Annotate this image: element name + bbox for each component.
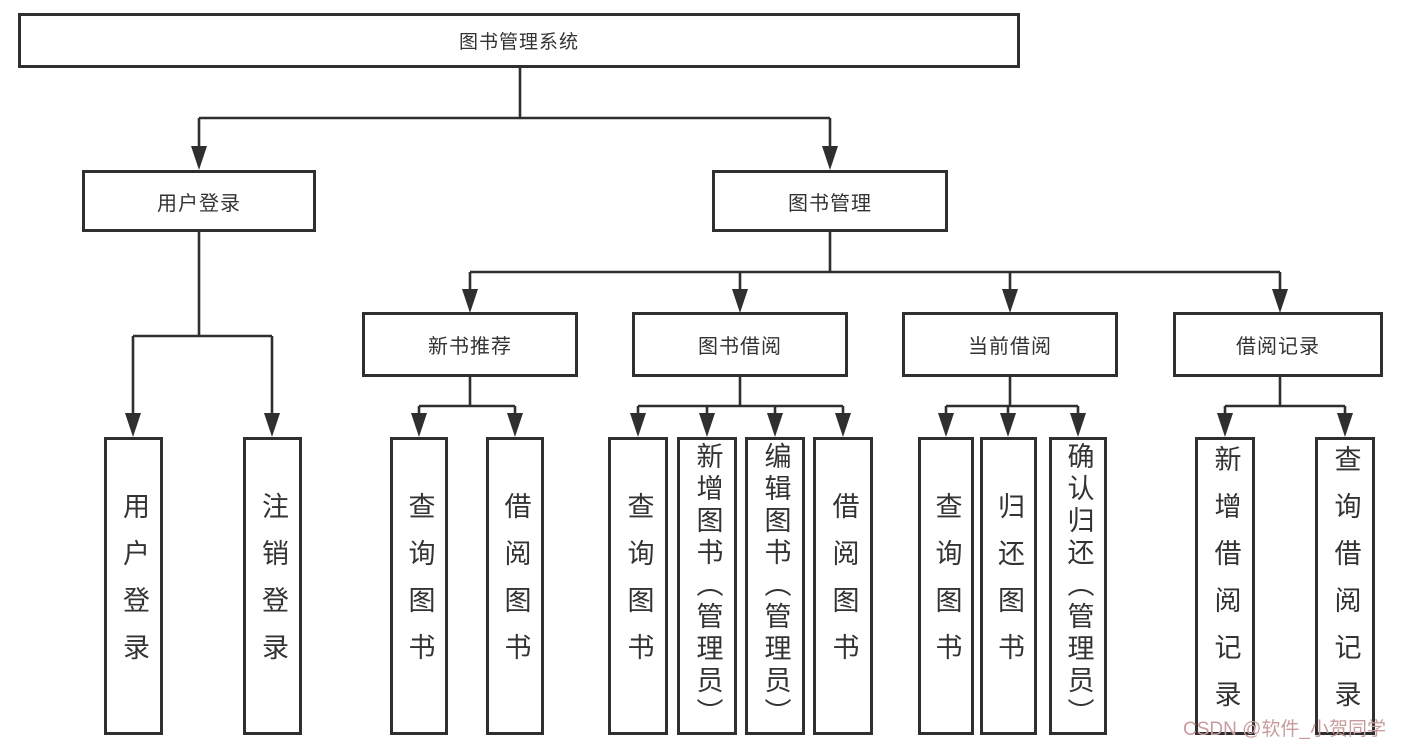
- leaf-query-borrow-record: 查询借阅记录: [1315, 437, 1375, 735]
- node-label: 新增图书（管理员）: [692, 442, 723, 730]
- leaf-add-books-admin: 新增图书（管理员）: [677, 437, 737, 735]
- leaf-query-books-borrowing: 查询图书: [608, 437, 668, 735]
- node-label: 查询借阅记录: [1330, 445, 1361, 727]
- leaf-query-books-recommend: 查询图书: [390, 437, 448, 735]
- node-label: 查询图书: [931, 492, 962, 680]
- node-label: 注销登录: [258, 492, 288, 680]
- node-book-borrowing: 图书借阅: [632, 312, 848, 377]
- leaf-borrow-books: 借阅图书: [813, 437, 873, 735]
- leaf-query-books-current: 查询图书: [918, 437, 974, 735]
- leaf-logout: 注销登录: [243, 437, 302, 735]
- node-new-book-recommendation: 新书推荐: [362, 312, 578, 377]
- leaf-add-borrow-record: 新增借阅记录: [1195, 437, 1255, 735]
- node-label: 新增借阅记录: [1210, 445, 1241, 727]
- node-user-login-group: 用户登录: [82, 170, 316, 232]
- node-label: 用户登录: [119, 492, 149, 680]
- leaf-user-login: 用户登录: [104, 437, 163, 735]
- node-label: 借阅图书: [828, 492, 859, 680]
- node-label: 新书推荐: [428, 336, 512, 358]
- node-label: 图书借阅: [698, 336, 782, 358]
- node-label: 编辑图书（管理员）: [760, 442, 791, 730]
- node-label: 用户登录: [157, 192, 241, 215]
- node-library-management-system: 图书管理系统: [18, 13, 1020, 68]
- leaf-edit-books-admin: 编辑图书（管理员）: [745, 437, 805, 735]
- node-label: 借阅图书: [500, 492, 531, 680]
- node-label: 当前借阅: [968, 336, 1052, 358]
- leaf-borrow-books-recommend: 借阅图书: [486, 437, 544, 735]
- leaf-return-books: 归还图书: [980, 437, 1037, 735]
- node-borrowing-records: 借阅记录: [1173, 312, 1383, 377]
- node-label: 归还图书: [994, 492, 1024, 680]
- node-label: 图书管理系统: [458, 32, 579, 53]
- node-label: 图书管理: [788, 192, 872, 215]
- node-current-borrowing: 当前借阅: [902, 312, 1118, 377]
- node-label: 借阅记录: [1236, 336, 1320, 358]
- csdn-watermark: CSDN @软件_小贺同学: [1183, 719, 1386, 740]
- node-label: 查询图书: [623, 492, 654, 680]
- node-label: 查询图书: [404, 492, 435, 680]
- node-book-management: 图书管理: [712, 170, 948, 232]
- leaf-confirm-return-admin: 确认归还（管理员）: [1049, 437, 1107, 735]
- node-label: 确认归还（管理员）: [1063, 442, 1094, 730]
- arrowhead-icons: [125, 146, 1353, 437]
